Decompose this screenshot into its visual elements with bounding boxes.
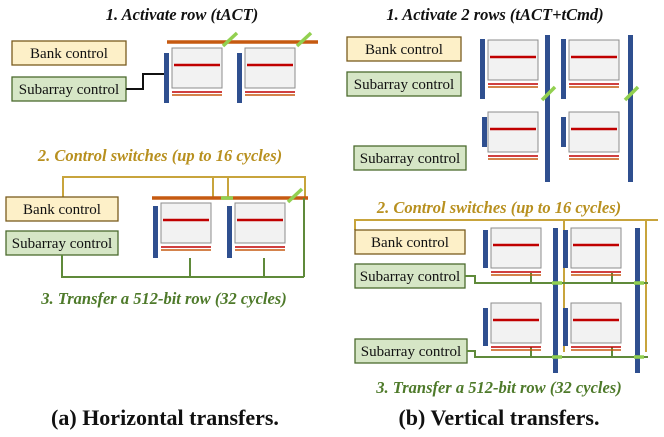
panel-b-top-bitline-1 xyxy=(480,39,485,99)
panel-b-top-mat-1 xyxy=(487,39,539,88)
panel-b-subarray-control-top-1-box xyxy=(346,71,462,97)
panel-b-top-bitline-2 xyxy=(561,39,566,99)
panel-a-top-control-wire xyxy=(126,73,164,90)
panel-a-step3-label: 3. Transfer a 512-bit row (32 cycles) xyxy=(40,289,286,308)
panel-b-top-switch-1 xyxy=(540,85,557,102)
panel-b-top-vbus-2 xyxy=(628,35,633,182)
panel-b-bank-control-top-box xyxy=(346,36,462,62)
panel-a-top-mat-2 xyxy=(244,47,296,96)
panel-b-top-bitline-3 xyxy=(482,117,487,147)
panel-b-top-mat-2 xyxy=(568,39,620,88)
mat-cell-array xyxy=(171,47,223,89)
panel-b-subarray-control-top-2-box xyxy=(353,145,467,171)
panel-b-top-switch-2 xyxy=(623,85,640,102)
panel-a-step1-label: 1. Activate row (tACT) xyxy=(106,5,258,24)
panel-a-caption: (a) Horizontal transfers. xyxy=(51,405,279,430)
panel-b-subarray-control-bottom-2-box xyxy=(354,338,468,364)
panel-b-bottom-mat-1 xyxy=(490,227,542,276)
panel-a-bank-control-top-label: Bank control xyxy=(30,46,108,62)
mat-cell-array xyxy=(244,47,296,89)
panel-b-bottom-bitline-3 xyxy=(483,308,488,346)
mat-cell-array xyxy=(570,302,622,344)
mat-cell-array xyxy=(568,39,620,81)
mat-cell-array xyxy=(490,302,542,344)
mat-cell-array xyxy=(487,111,539,153)
panel-a: 1. Activate row (tACT) Bank control Suba… xyxy=(5,5,318,430)
panel-a-subarray-control-top-label: Subarray control xyxy=(19,82,119,98)
panel-b-subarray-control-top-1-label: Subarray control xyxy=(354,77,454,93)
panel-a-top-mat-1 xyxy=(171,47,223,96)
panel-b-top-mat-3 xyxy=(487,111,539,160)
panel-a-bottom-mat-1 xyxy=(160,202,212,251)
panel-b-top-vbus-1 xyxy=(545,35,550,182)
panel-b-bottom-vbus-1 xyxy=(553,228,558,373)
panel-b-top-mat-4 xyxy=(568,111,620,160)
panel-b-bottom-bitline-4 xyxy=(563,308,568,346)
panel-b-bottom-bitline-2 xyxy=(563,230,568,268)
panel-a-subarray-control-bottom-label: Subarray control xyxy=(12,236,112,252)
panel-a-top-switch-2 xyxy=(295,31,313,48)
panel-a-top-switch-1 xyxy=(221,31,239,48)
panel-b: 1. Activate 2 rows (tACT+tCmd) Bank cont… xyxy=(346,5,658,430)
panel-b-gold-bus xyxy=(354,219,658,230)
mat-cell-array xyxy=(234,202,286,244)
panel-a-bottom-switch-2 xyxy=(286,187,304,204)
panel-b-bottom-mat-3 xyxy=(490,302,542,351)
mat-cell-array xyxy=(487,39,539,81)
panel-a-bank-control-bottom-box xyxy=(5,196,119,222)
panel-a-step2-label: 2. Control switches (up to 16 cycles) xyxy=(37,146,282,165)
panel-b-caption: (b) Vertical transfers. xyxy=(398,405,599,430)
panel-a-top-bitline-1 xyxy=(164,53,169,103)
panel-b-subarray-control-bottom-2-label: Subarray control xyxy=(361,344,461,360)
mat-cell-array xyxy=(490,227,542,269)
panel-a-bank-control-bottom-label: Bank control xyxy=(23,202,101,218)
panel-a-gold-bus xyxy=(62,176,306,197)
panel-b-top-bitline-4 xyxy=(561,117,566,147)
mat-cell-array xyxy=(570,227,622,269)
panel-a-bottom-bitline-1 xyxy=(153,206,158,258)
mat-cell-array xyxy=(568,111,620,153)
panel-a-subarray-control-top-box xyxy=(11,76,127,102)
panel-b-step2-label: 2. Control switches (up to 16 cycles) xyxy=(376,198,621,217)
panel-b-step3-label: 3. Transfer a 512-bit row (32 cycles) xyxy=(375,378,621,397)
panel-a-green-bus xyxy=(61,255,304,278)
panel-b-step1-label: 1. Activate 2 rows (tACT+tCmd) xyxy=(386,5,603,24)
panel-a-bank-control-top-box xyxy=(11,40,127,66)
panel-b-bottom-mat-2 xyxy=(570,227,622,276)
panel-a-top-bitline-2 xyxy=(237,53,242,103)
panel-b-subarray-control-bottom-1-label: Subarray control xyxy=(360,269,460,285)
panel-b-bottom-mat-4 xyxy=(570,302,622,351)
panel-b-bank-control-top-label: Bank control xyxy=(365,42,443,58)
panel-b-bank-control-bottom-box xyxy=(354,229,466,255)
panel-b-bank-control-bottom-label: Bank control xyxy=(371,235,449,251)
mat-cell-array xyxy=(160,202,212,244)
panel-a-bottom-bitline-2 xyxy=(227,206,232,258)
panel-b-bottom-bitline-1 xyxy=(483,230,488,268)
panel-b-subarray-control-top-2-label: Subarray control xyxy=(360,151,460,167)
panel-b-subarray-control-bottom-1-box xyxy=(354,263,466,289)
panel-b-bottom-vbus-2 xyxy=(635,228,640,373)
panel-a-bottom-mat-2 xyxy=(234,202,286,251)
